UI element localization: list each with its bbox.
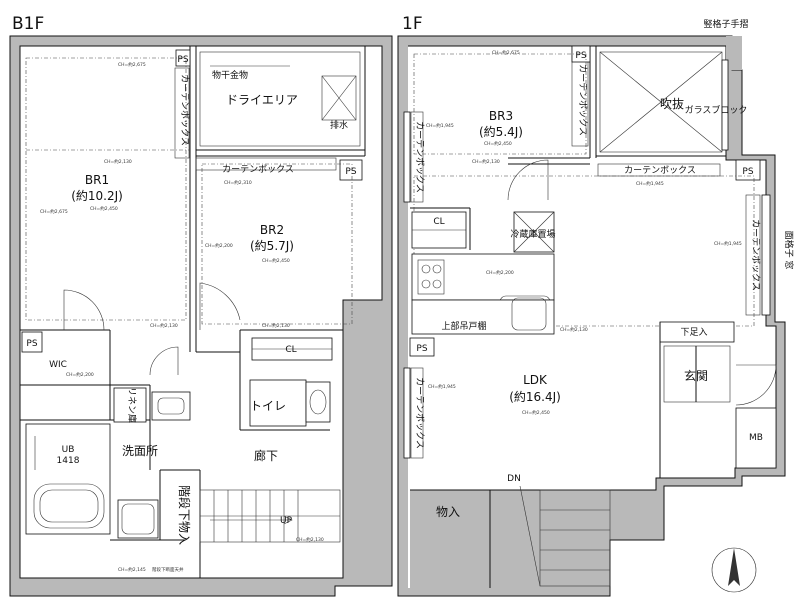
ps-label: PS	[177, 55, 188, 65]
br2-name: BR2	[260, 223, 284, 237]
br2-area: (約5.7J)	[250, 238, 294, 253]
ceiling-height-note: CH=約2,450	[522, 409, 550, 416]
ceiling-height-note: CH=約2,130	[296, 536, 324, 543]
ps-label: PS	[742, 167, 753, 177]
ceiling-height-note: CH=約1,945	[714, 240, 742, 247]
ps-label: PS	[345, 167, 356, 177]
curtain-box-label: カーテンボックス	[750, 219, 761, 291]
f1-plan	[397, 35, 786, 597]
up-label: UP	[280, 516, 293, 526]
north-arrow-icon	[711, 547, 757, 593]
stair-storage-label: 階段下物入	[177, 485, 192, 545]
cl-label: CL	[285, 345, 296, 355]
ps-label: PS	[416, 344, 427, 354]
ceiling-height-note: CH=約2,450	[484, 140, 512, 147]
curtain-box-label: カーテンボックス	[222, 164, 294, 175]
ceiling-height-note: CH=約2,130	[472, 158, 500, 165]
entrance-label: 玄関	[684, 368, 708, 383]
br1-area: (約10.2J)	[71, 188, 123, 203]
ceiling-height-note: CH=約2,130	[262, 322, 290, 329]
ceiling-height-note: CH=約2,200	[486, 269, 514, 276]
upper-cabinet-label: 上部吊戸棚	[441, 320, 486, 332]
lattice-window-label: 面格子 窓	[783, 231, 795, 270]
vertical-lattice-label: 竪格子手摺	[703, 18, 748, 30]
laundry-hardware-label: 物干金物	[212, 69, 248, 81]
hallway-label: 廊下	[254, 448, 278, 463]
br3-area: (約5.4J)	[479, 124, 523, 139]
ps-label: PS	[575, 51, 586, 61]
f1-walls	[398, 36, 785, 596]
b1f-title: B1F	[12, 14, 44, 34]
ceiling-height-note: CH=約2,200	[66, 371, 94, 378]
ceiling-height-note: CH=約2,130	[150, 322, 178, 329]
b1f-walls	[10, 36, 392, 596]
ceiling-height-note: CH=約1,945	[426, 122, 454, 129]
ceiling-height-note: CH=約2,310	[224, 179, 252, 186]
curtain-box-label: カーテンボックス	[624, 165, 696, 176]
ceiling-height-note: 階段下断面天井	[152, 566, 184, 573]
ceiling-height-note: CH=約1,945	[636, 180, 664, 187]
ps-label: PS	[26, 339, 37, 349]
curtain-box-label: カーテンボックス	[414, 121, 425, 193]
br1-name: BR1	[85, 173, 109, 187]
ub-size: 1418	[57, 456, 80, 466]
shoe-storage-label: 下足入	[680, 327, 707, 338]
ceiling-height-note: CH=約2,450	[90, 205, 118, 212]
dry-area-label: ドライエリア	[226, 93, 298, 107]
storage-1f-label: 物入	[436, 505, 460, 519]
ceiling-height-note: CH=約1,945	[428, 383, 456, 390]
fridge-label: 冷蔵庫置場	[510, 228, 555, 240]
ceiling-height-note: CH=約2,675	[118, 61, 146, 68]
dn-label: DN	[507, 474, 521, 484]
ceiling-height-note: CH=約2,145	[118, 566, 146, 573]
ceiling-height-note: CH=約2,450	[262, 257, 290, 264]
f1-title: 1F	[402, 14, 423, 34]
ceiling-height-note: CH=約2,675	[40, 208, 68, 215]
ceiling-height-note: CH=約2,675	[492, 49, 520, 56]
void-label: 吹抜	[660, 97, 684, 111]
b1f-plan	[9, 35, 393, 597]
curtain-box-label: カーテンボックス	[414, 377, 425, 449]
mb-label: MB	[749, 433, 763, 443]
toilet-label: トイレ	[250, 399, 286, 413]
glass-block-label: ガラスブロック	[685, 104, 748, 116]
ceiling-height-note: CH=約2,130	[560, 326, 588, 333]
br3-name: BR3	[489, 109, 513, 123]
washroom-label: 洗面所	[122, 444, 158, 458]
ldk-name: LDK	[523, 373, 548, 387]
curtain-box-label: カーテンボックス	[577, 64, 588, 136]
b1f-stairs	[199, 489, 341, 543]
curtain-box-label: カーテンボックス	[179, 74, 190, 146]
ceiling-height-note: CH=約2,200	[205, 242, 233, 249]
ceiling-height-note: CH=約2,130	[104, 158, 132, 165]
drainage-label: 排水	[330, 119, 348, 131]
ub-name: UB	[62, 445, 75, 455]
linen-shelf-label: リネン庫	[126, 387, 138, 423]
cl-label: CL	[433, 217, 444, 227]
wic-label: WIC	[49, 360, 67, 370]
ldk-area: (約16.4J)	[509, 389, 561, 404]
